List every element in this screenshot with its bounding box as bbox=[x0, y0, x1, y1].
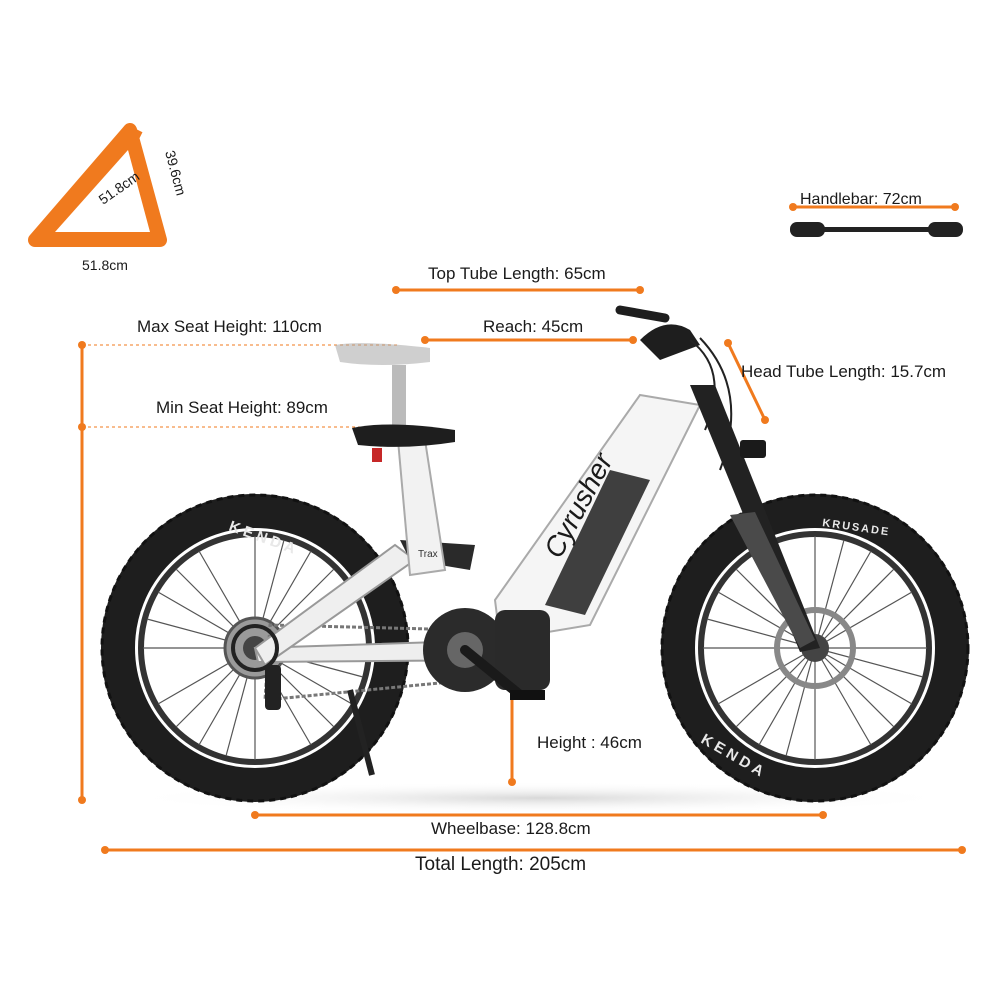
battery-graphic bbox=[545, 470, 650, 615]
seat-height-vertical-line bbox=[78, 341, 86, 804]
saddle-rear-light bbox=[372, 448, 382, 462]
top-tube-dimension bbox=[392, 286, 644, 294]
stem-and-bars bbox=[640, 324, 700, 360]
min-seat-height-label: Min Seat Height: 89cm bbox=[156, 398, 328, 417]
mid-drive-motor bbox=[495, 610, 550, 690]
head-tube-length-label: Head Tube Length: 15.7cm bbox=[741, 362, 947, 381]
handlebar-bar bbox=[615, 305, 670, 323]
handlebar-grip-right bbox=[928, 222, 963, 237]
handlebar-grip-left bbox=[790, 222, 825, 237]
saddle bbox=[352, 424, 455, 447]
max-seat-height-label: Max Seat Height: 110cm bbox=[137, 317, 322, 336]
frame-model-text: Trax bbox=[418, 549, 438, 560]
frame-triangle-icon bbox=[28, 123, 167, 247]
front-wheel bbox=[660, 493, 970, 803]
triangle-base-label: 51.8cm bbox=[82, 257, 128, 273]
saddle-raised-ghost bbox=[335, 343, 430, 365]
rear-derailleur bbox=[265, 665, 281, 710]
total-length-dimension bbox=[101, 846, 966, 854]
kickstand bbox=[347, 689, 375, 776]
pedal bbox=[510, 690, 545, 700]
total-length-label: Total Length: 205cm bbox=[415, 854, 587, 875]
brake-cables bbox=[689, 339, 716, 431]
wheelbase-label: Wheelbase: 128.8cm bbox=[431, 819, 591, 838]
handlebar-label: Handlebar: 72cm bbox=[800, 191, 922, 208]
wheelbase-dimension bbox=[251, 811, 827, 819]
rear-cassette bbox=[231, 624, 279, 672]
reach-label: Reach: 45cm bbox=[483, 317, 584, 336]
ground-shadow bbox=[120, 782, 960, 814]
front-brake-rotor bbox=[774, 607, 856, 689]
triangle-side-b-label: 39.6cm bbox=[162, 149, 189, 197]
crank-arm bbox=[460, 645, 525, 700]
headlight bbox=[740, 440, 766, 458]
reach-dimension bbox=[421, 336, 637, 344]
e-bike: KENDA KENDA KRUSADE Cyrusher Trax bbox=[100, 305, 970, 803]
top-tube-length-label: Top Tube Length: 65cm bbox=[428, 264, 606, 283]
head-tube-dimension bbox=[724, 339, 769, 424]
height-label: Height : 46cm bbox=[537, 733, 642, 752]
fork-lower bbox=[730, 512, 815, 648]
handlebar-dimension bbox=[789, 203, 963, 237]
